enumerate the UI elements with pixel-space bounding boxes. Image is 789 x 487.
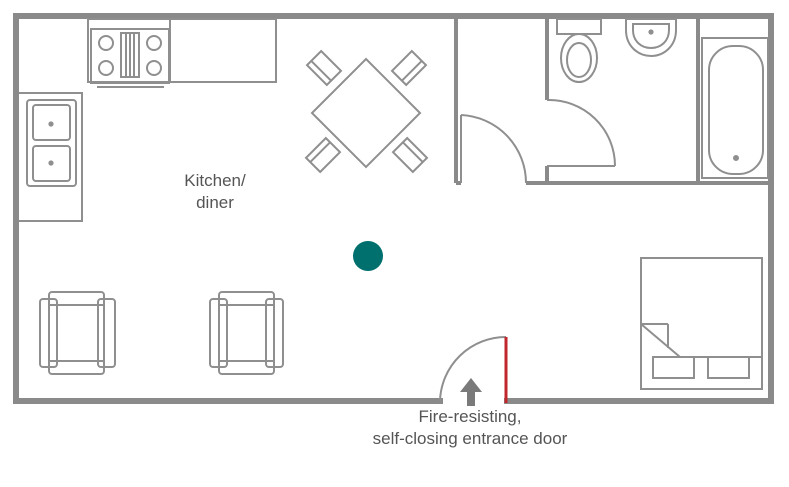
dining-table	[304, 49, 429, 174]
armchair-left	[39, 291, 116, 375]
armchair-right	[209, 291, 284, 375]
hob	[90, 28, 170, 88]
kitchen-label-line2: diner	[196, 193, 234, 212]
entrance-door-label: Fire-resisting, self-closing entrance do…	[340, 406, 600, 450]
outer-walls	[13, 13, 774, 404]
toilet	[556, 18, 602, 83]
location-dot-icon	[353, 241, 383, 271]
kitchen-sink	[26, 99, 77, 187]
kitchen-label-line1: Kitchen/	[184, 171, 246, 190]
door-label-line1: Fire-resisting,	[418, 407, 522, 426]
partition-walls	[454, 16, 771, 185]
hallway-door[interactable]	[460, 114, 528, 184]
bed	[640, 257, 763, 390]
bathroom-door[interactable]	[546, 98, 616, 167]
door-label-line2: self-closing entrance door	[372, 429, 568, 448]
arrow-up-icon	[460, 378, 482, 406]
washbasin	[625, 18, 677, 58]
bathtub	[701, 37, 769, 179]
kitchen-diner-label: Kitchen/ diner	[160, 170, 270, 214]
entrance-door[interactable]	[439, 336, 508, 403]
